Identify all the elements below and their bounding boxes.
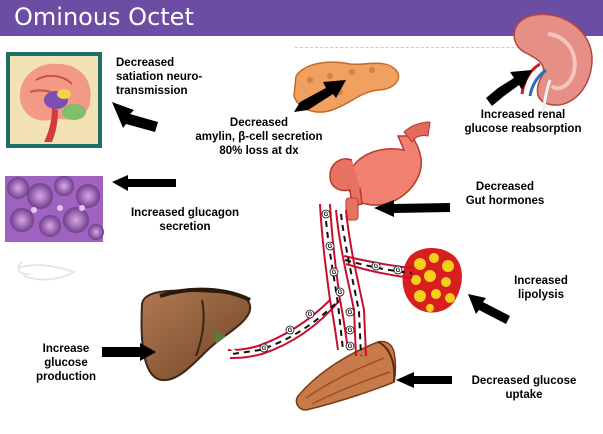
label-alpha-cells: Increased glucagon secretion (110, 206, 260, 234)
label-gut: Decreased Gut hormones (450, 180, 560, 208)
glucose-marker: G (332, 270, 337, 276)
glucose-marker: G (288, 328, 293, 334)
muscle-image (296, 341, 395, 410)
glucose-marker: G (308, 312, 313, 318)
glucose-marker: G (396, 268, 401, 274)
label-muscle: Decreased glucose uptake (454, 374, 594, 402)
label-pancreas: Decreased amylin, β-cell secretion 80% l… (184, 116, 334, 158)
glucose-marker: G (348, 344, 353, 350)
glucose-markers: G G G G G G G G G G G G (260, 210, 402, 352)
kidney-image (514, 14, 592, 112)
arrow-to-brain (112, 102, 158, 132)
faint-scribble (18, 262, 74, 279)
glucose-marker: G (262, 346, 267, 352)
glucose-marker: G (348, 328, 353, 334)
arrow-to-muscle (396, 372, 452, 388)
label-adipose: Increased lipolysis (496, 274, 586, 302)
glucose-marker: G (374, 264, 379, 270)
glucose-marker: G (324, 212, 329, 218)
alpha-cells-image (5, 176, 104, 242)
arrow-to-kidney (486, 70, 532, 106)
brain-image (6, 52, 102, 148)
glucose-marker: G (338, 290, 343, 296)
label-brain: Decreased satiation neuro- transmission (116, 56, 202, 98)
label-kidney: Increased renal glucose reabsorption (444, 108, 602, 136)
liver-image (142, 290, 251, 381)
label-liver: Increase glucose production (28, 342, 104, 384)
glucose-marker: G (328, 244, 333, 250)
adipose-image (403, 248, 462, 313)
glucose-marker: G (348, 310, 353, 316)
arrow-to-alpha-cells (112, 175, 176, 191)
